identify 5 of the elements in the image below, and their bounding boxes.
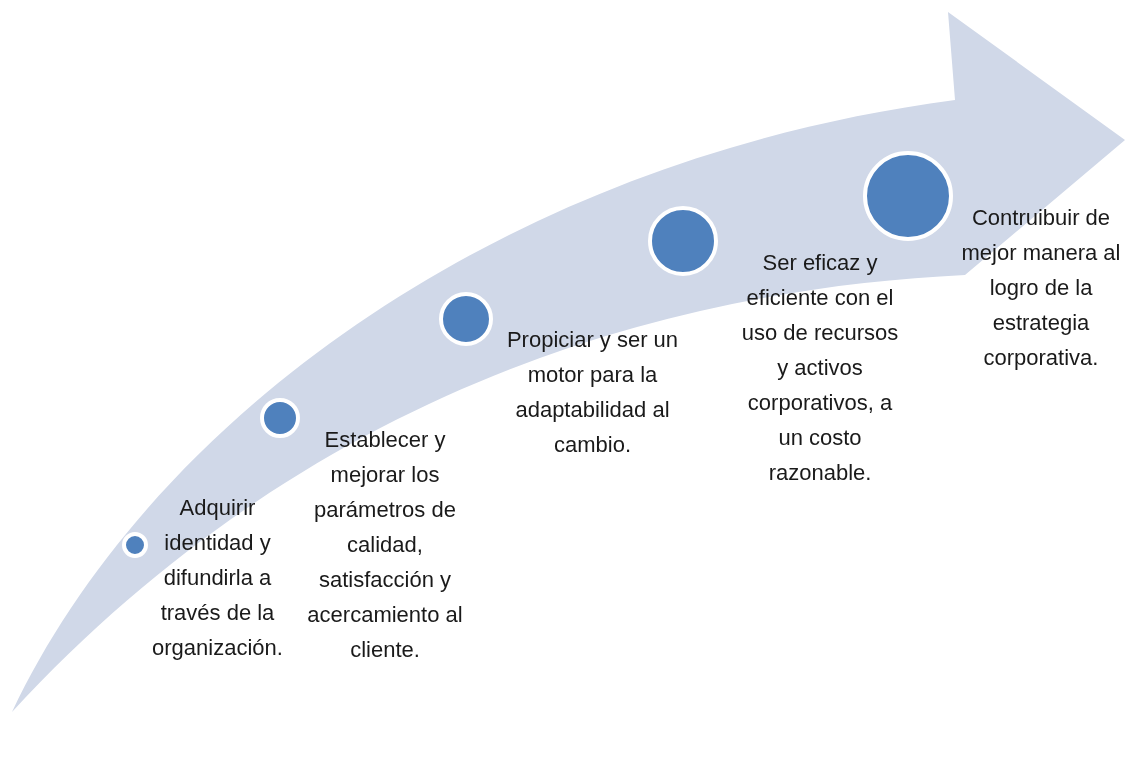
- step-description: Propiciar y ser un motor para la adaptabilidad al cambio.: [505, 326, 680, 459]
- step-description: Establecer y mejorar los parámetros de calidad, satisfacción y acercamiento al cliente.: [306, 426, 464, 664]
- step-description: Ser eficaz y eficiente con el uso de recursos y activos corporativos, a un costo razonable.: [740, 249, 900, 487]
- step-description: Adquirir identidad y difundirla a través de la organización.: [151, 494, 284, 662]
- step-description: Contruibuir de mejor manera al logro de la estrategia corporativa.: [960, 204, 1122, 372]
